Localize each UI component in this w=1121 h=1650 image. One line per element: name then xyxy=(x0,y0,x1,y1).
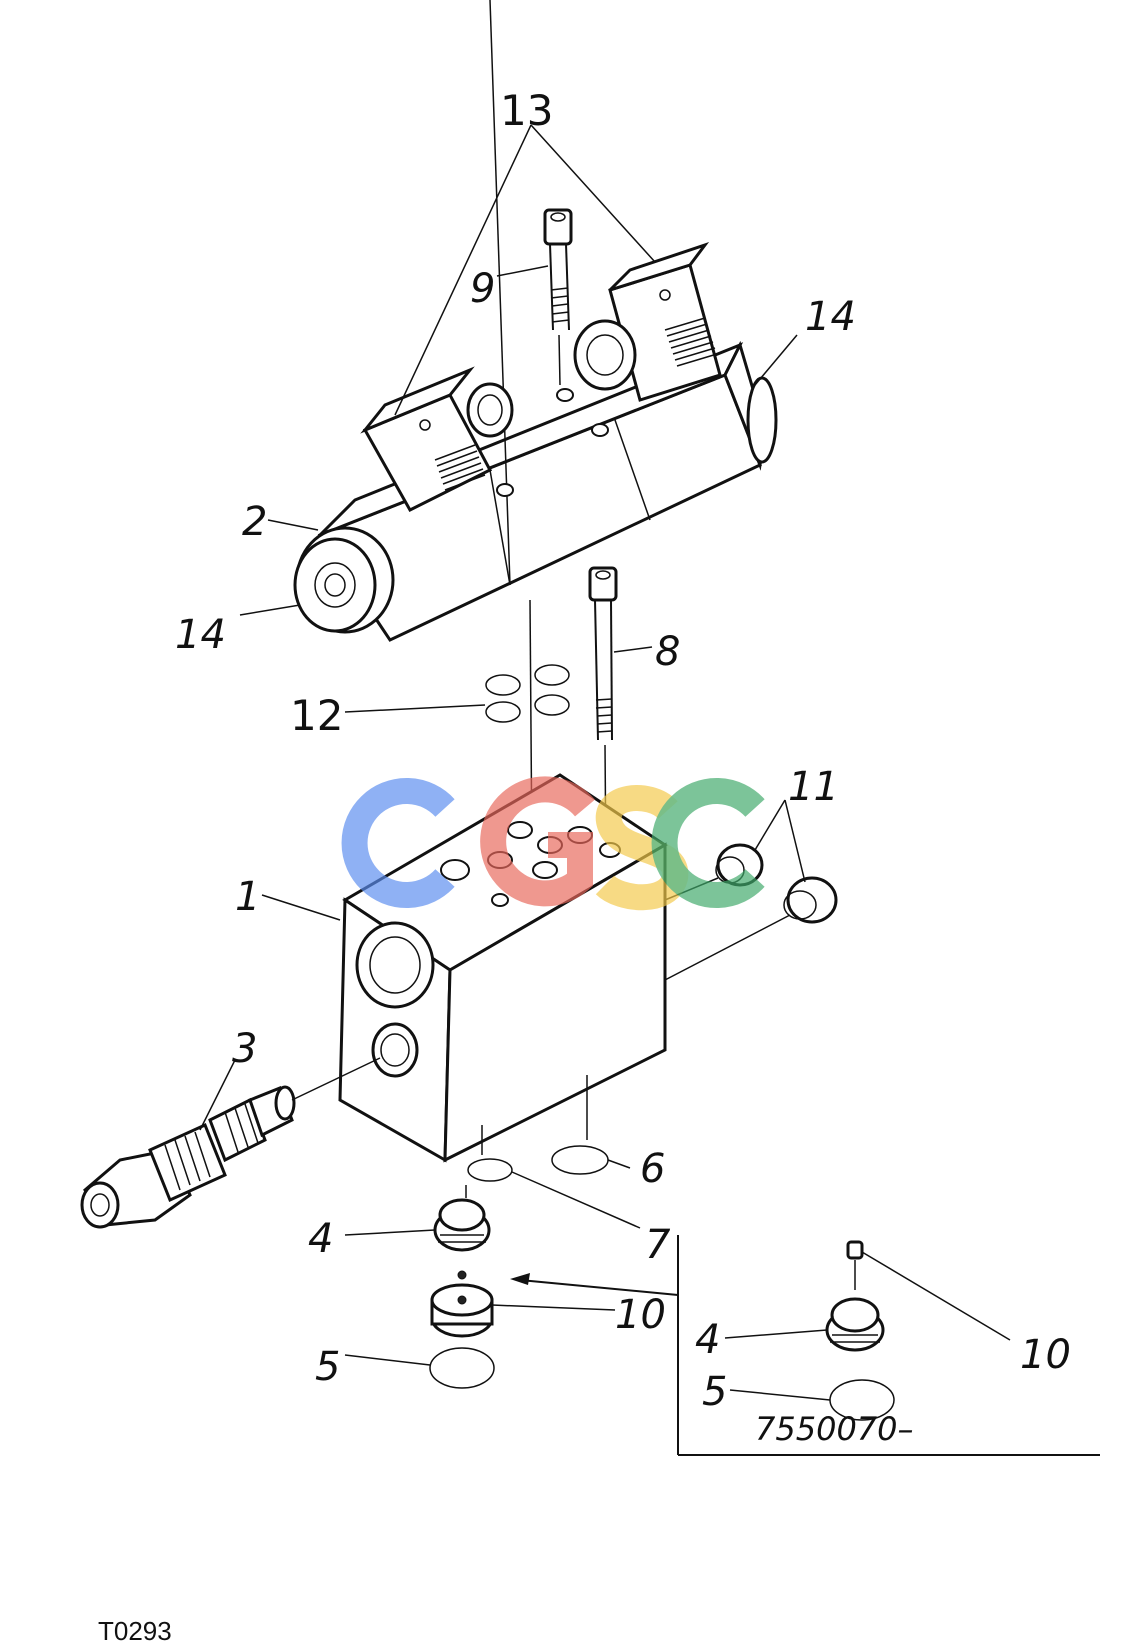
plug-lower xyxy=(783,876,838,924)
callout-8: 8 xyxy=(655,629,680,675)
callout-14-upper: 14 xyxy=(805,294,856,340)
inset-reference-number: 7550070– xyxy=(755,1410,914,1448)
relief-valve-cartridge xyxy=(80,1085,296,1229)
callout-7: 7 xyxy=(645,1222,671,1268)
callout-13: 13 xyxy=(500,86,553,135)
callout-11: 11 xyxy=(788,764,839,810)
callout-1: 1 xyxy=(235,874,260,920)
callout-3: 3 xyxy=(232,1026,257,1072)
o-rings-set xyxy=(485,664,570,723)
coil-connector-right xyxy=(573,242,722,402)
callout-4-inset: 4 xyxy=(695,1317,720,1363)
callout-10-inset: 10 xyxy=(1020,1332,1071,1378)
o-ring-small xyxy=(467,1158,513,1182)
callout-10: 10 xyxy=(615,1292,666,1338)
manual-override-knob-right xyxy=(746,376,778,464)
callout-14-lower: 14 xyxy=(175,612,226,658)
callout-5: 5 xyxy=(315,1344,340,1390)
coil-connector-left xyxy=(360,366,514,512)
check-valve-piston xyxy=(430,1283,494,1338)
leader-lines xyxy=(199,124,1011,1401)
callout-6: 6 xyxy=(640,1146,665,1192)
check-valve-insert xyxy=(433,1198,491,1280)
o-ring-large xyxy=(551,1145,609,1175)
callout-2: 2 xyxy=(242,499,267,545)
callout-5-inset: 5 xyxy=(702,1369,727,1415)
drawing-code: T0293 xyxy=(98,1616,172,1646)
inset-check-valve xyxy=(825,1240,885,1352)
callout-4: 4 xyxy=(308,1216,333,1262)
callout-labels: 13 9 14 2 14 8 12 11 1 3 6 7 4 10 5 4 5 … xyxy=(175,86,1071,1415)
cap-screw-long xyxy=(588,566,618,871)
o-ring-bottom xyxy=(429,1347,495,1389)
manual-override-knob-left xyxy=(293,526,395,634)
cgsc-watermark xyxy=(341,776,765,911)
callout-12: 12 xyxy=(290,691,343,740)
cap-screw-short xyxy=(543,208,573,386)
inset-frame xyxy=(510,1235,1100,1456)
callout-9: 9 xyxy=(470,266,495,312)
